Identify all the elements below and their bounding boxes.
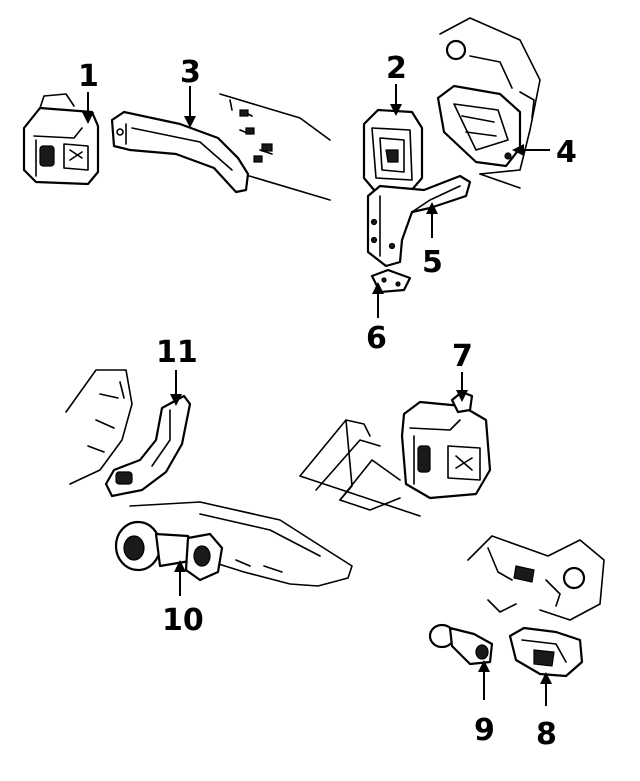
part-2-insulator bbox=[362, 108, 424, 194]
callout-2-label: 2 bbox=[386, 51, 407, 86]
frame-bracket-center bbox=[299, 419, 421, 517]
part-5-bracket bbox=[366, 174, 472, 268]
callout-3: 3 bbox=[180, 55, 201, 128]
callout-2: 2 bbox=[386, 51, 407, 116]
callout-9-label: 9 bbox=[474, 713, 495, 748]
callout-8-label: 8 bbox=[536, 717, 557, 752]
callout-11: 11 bbox=[156, 335, 198, 406]
callout-11-label: 11 bbox=[156, 335, 198, 370]
callout-3-label: 3 bbox=[180, 55, 201, 90]
part-10-torque-rod bbox=[114, 520, 224, 582]
callout-7: 7 bbox=[452, 339, 473, 402]
callout-5: 5 bbox=[422, 202, 443, 280]
part-7-mount bbox=[400, 390, 492, 500]
callout-4: 4 bbox=[512, 135, 577, 170]
callout-1-label: 1 bbox=[78, 59, 99, 94]
engine-block-left bbox=[65, 369, 133, 485]
part-8-bracket bbox=[508, 626, 584, 678]
engine-block-lower-right bbox=[467, 535, 605, 621]
subframe-lower bbox=[129, 501, 353, 587]
engine-block-top-right bbox=[439, 17, 541, 189]
callout-4-label: 4 bbox=[556, 135, 577, 170]
callout-10: 10 bbox=[162, 560, 204, 638]
part-4-bracket bbox=[436, 84, 522, 168]
part-11-mount-arm bbox=[104, 394, 192, 498]
callout-6-label: 6 bbox=[366, 321, 387, 356]
callout-9: 9 bbox=[474, 660, 495, 748]
callout-6: 6 bbox=[366, 282, 387, 356]
callout-8: 8 bbox=[536, 672, 557, 752]
callout-7-label: 7 bbox=[452, 339, 473, 374]
callout-10-label: 10 bbox=[162, 603, 204, 638]
callout-5-label: 5 bbox=[422, 245, 443, 280]
frame-rail-top bbox=[219, 93, 331, 201]
part-9-link bbox=[428, 623, 494, 666]
part-1-mount bbox=[22, 93, 100, 186]
part-3-crossmember bbox=[110, 110, 250, 194]
callout-1: 1 bbox=[78, 59, 99, 124]
